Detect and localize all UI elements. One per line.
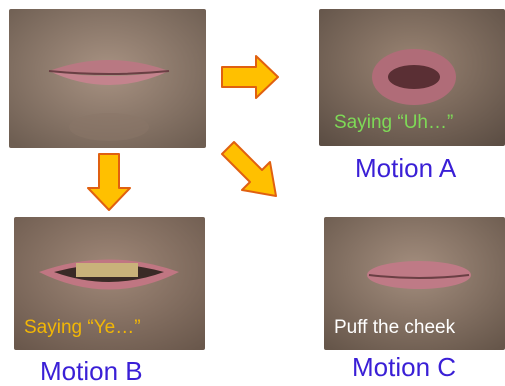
motion-c-photo [324,217,505,350]
arrow-down-icon [86,152,132,212]
motion-b-photo [14,217,205,350]
arrow-right-icon [220,54,280,100]
motion-b-caption: Saying “Ye…” [24,317,141,338]
motion-c-caption: Puff the cheek [334,317,456,338]
neutral-mouth-photo [9,9,206,148]
motion-a-label: Motion A [355,153,457,183]
arrow-diagonal-icon [220,140,282,202]
motion-b-label: Motion B [40,356,143,386]
motion-a-caption: Saying “Uh…” [334,112,454,133]
motion-c-label: Motion C [352,352,457,382]
motion-a-photo [319,9,505,146]
